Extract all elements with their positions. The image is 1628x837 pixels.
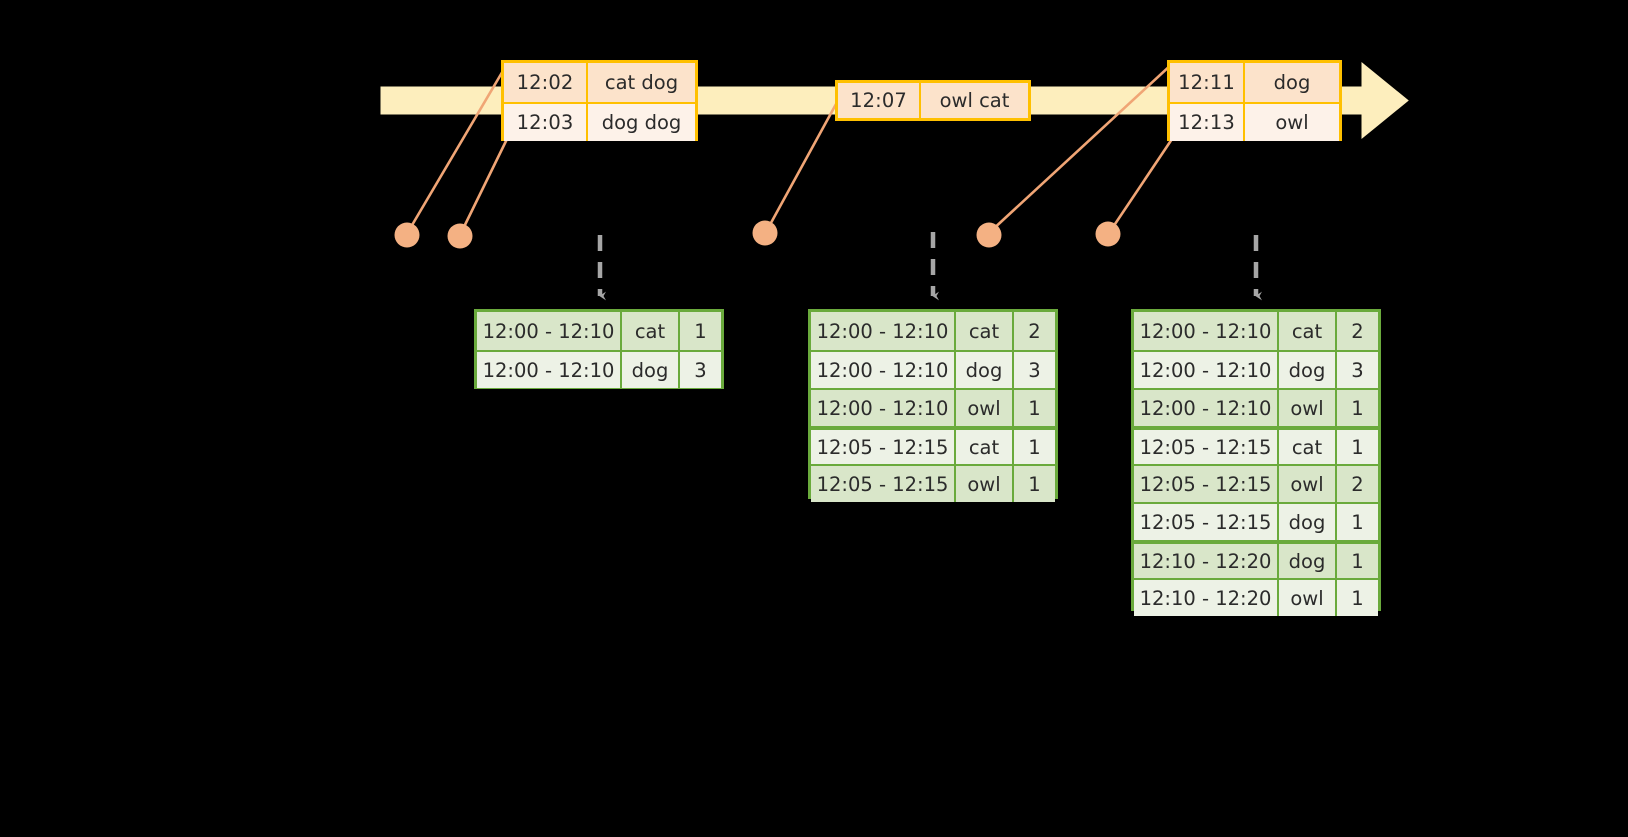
event-row[interactable]: 12:03 dog dog	[504, 102, 695, 141]
event-time: 12:02	[504, 63, 588, 102]
cell-window: 12:00 - 12:10	[477, 312, 622, 350]
cell-key: cat	[956, 312, 1014, 350]
cell-key: cat	[956, 430, 1014, 464]
cell-key: dog	[1279, 504, 1337, 540]
cell-window: 12:05 - 12:15	[1134, 504, 1279, 540]
cell-window: 12:05 - 12:15	[811, 430, 956, 464]
cell-key: dog	[956, 352, 1014, 388]
cell-window: 12:00 - 12:10	[1134, 312, 1279, 350]
cell-key: owl	[956, 466, 1014, 502]
cell-key: cat	[1279, 430, 1337, 464]
cell-window: 12:00 - 12:10	[1134, 352, 1279, 388]
cell-key: cat	[622, 312, 680, 350]
event-box-group-3[interactable]: 12:11 dog 12:13 owl	[1167, 60, 1342, 141]
cell-count: 3	[1337, 352, 1378, 388]
cell-window: 12:05 - 12:15	[811, 466, 956, 502]
event-row[interactable]: 12:13 owl	[1170, 102, 1339, 141]
event-marker-dots	[394, 220, 1121, 249]
cell-window: 12:05 - 12:15	[1134, 466, 1279, 502]
event-time: 12:03	[504, 104, 588, 141]
event-dot-1211	[976, 222, 1002, 248]
cell-window: 12:10 - 12:20	[1134, 580, 1279, 616]
cell-key: cat	[1279, 312, 1337, 350]
cell-key: owl	[1279, 390, 1337, 426]
event-value: dog dog	[601, 111, 682, 134]
cell-count: 2	[1337, 466, 1378, 502]
cell-count: 1	[680, 312, 721, 350]
cell-count: 1	[1014, 430, 1055, 464]
event-time: 12:11	[1170, 63, 1245, 102]
cell-window: 12:00 - 12:10	[811, 312, 956, 350]
cell-key: dog	[1279, 544, 1337, 578]
cell-count: 1	[1337, 504, 1378, 540]
event-value: dog	[1273, 71, 1311, 94]
cell-window: 12:00 - 12:10	[1134, 390, 1279, 426]
cell-key: owl	[1279, 466, 1337, 502]
cell-key: owl	[1279, 580, 1337, 616]
cell-count: 1	[1337, 430, 1378, 464]
cell-window: 12:05 - 12:15	[1134, 430, 1279, 464]
event-time: 12:13	[1170, 104, 1245, 141]
event-row[interactable]: 12:02 cat dog	[504, 63, 695, 102]
result-flow-arrows	[597, 232, 1262, 301]
cell-window: 12:00 - 12:10	[811, 390, 956, 426]
cell-count: 1	[1337, 544, 1378, 578]
event-value: owl cat	[939, 89, 1010, 112]
event-row[interactable]: 12:07 owl cat	[838, 83, 1028, 118]
cell-count: 2	[1014, 312, 1055, 350]
cell-count: 1	[1014, 466, 1055, 502]
event-dot-1207	[752, 220, 778, 246]
cell-key: dog	[1279, 352, 1337, 388]
cell-key: dog	[622, 352, 680, 388]
cell-count: 3	[680, 352, 721, 388]
cell-window: 12:00 - 12:10	[811, 352, 956, 388]
event-dot-1202	[394, 222, 420, 248]
event-box-group-2[interactable]: 12:07 owl cat	[835, 80, 1031, 121]
cell-count: 1	[1337, 390, 1378, 426]
event-box-group-1[interactable]: 12:02 cat dog 12:03 dog dog	[501, 60, 698, 141]
cell-window: 12:10 - 12:20	[1134, 544, 1279, 578]
event-value: owl	[1275, 111, 1309, 134]
cell-count: 3	[1014, 352, 1055, 388]
cell-count: 2	[1337, 312, 1378, 350]
cell-count: 1	[1014, 390, 1055, 426]
cell-window: 12:00 - 12:10	[477, 352, 622, 388]
event-time: 12:07	[838, 83, 921, 118]
cell-count: 1	[1337, 580, 1378, 616]
event-dot-1203	[447, 223, 473, 249]
cell-key: owl	[956, 390, 1014, 426]
event-value: cat dog	[604, 71, 679, 94]
event-dot-1213	[1095, 221, 1121, 247]
event-row[interactable]: 12:11 dog	[1170, 63, 1339, 102]
